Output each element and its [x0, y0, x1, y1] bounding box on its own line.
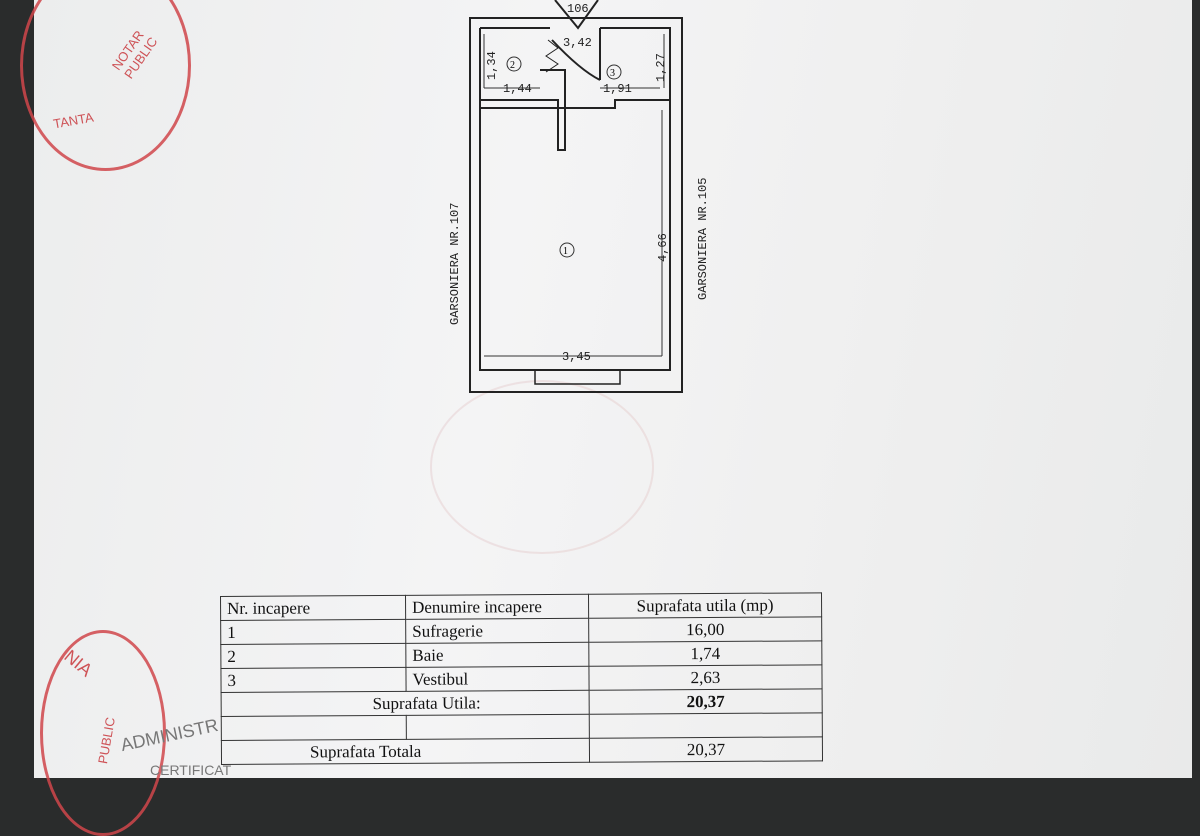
neighbor-label-right: GARSONIERA NR.105: [696, 178, 710, 300]
cert-stamp: CERTIFICAT: [150, 762, 232, 778]
cell-area: 1,74: [588, 640, 822, 667]
dim-1-91: 1,91: [603, 82, 632, 96]
utila-value: 20,37: [589, 688, 823, 715]
room-area-table: Nr. incapere Denumire incapere Suprafata…: [220, 592, 823, 765]
cell-nr: 3: [220, 667, 407, 693]
totala-value: 20,37: [589, 736, 823, 763]
utila-label: Suprafata Utila:: [221, 690, 590, 717]
outer-wall: [469, 17, 683, 393]
empty-row: [221, 712, 823, 741]
header-denumire: Denumire incapere: [405, 594, 589, 620]
cell-area: 16,00: [588, 616, 822, 643]
cell-name: Baie: [405, 642, 589, 668]
cell-name: Vestibul: [405, 666, 590, 692]
empty-cell: [589, 712, 823, 739]
totala-label: Suprafata Totala: [221, 738, 590, 765]
empty-cell: [406, 714, 590, 740]
dim-3-45: 3,45: [562, 350, 591, 364]
dim-3-42: 3,42: [563, 36, 592, 50]
neighbor-label-left: GARSONIERA NR.107: [448, 203, 462, 325]
header-nr: Nr. incapere: [220, 595, 406, 621]
room-1-marker: 1: [563, 246, 568, 257]
room-3-marker: 3: [610, 68, 615, 79]
room-2-marker: 2: [510, 60, 515, 71]
cell-nr: 1: [220, 619, 406, 645]
dim-1-27: 1,27: [654, 53, 668, 82]
dim-4-66: 4,66: [656, 233, 670, 262]
document-page: [34, 0, 1192, 778]
utila-row: Suprafata Utila:20,37: [221, 688, 823, 717]
cell-name: Sufragerie: [405, 618, 589, 644]
cell-area: 2,63: [588, 664, 823, 691]
cell-nr: 2: [220, 643, 406, 669]
dim-1-34: 1,34: [485, 51, 499, 80]
neighbor-label-top: 106: [567, 2, 589, 16]
floor-plan: 106 3,42 1,44 1,91 3,45 1,34 1,27 4,66 G…: [448, 2, 710, 393]
faded-stamp: [430, 380, 654, 554]
table-header-row: Nr. incapere Denumire incapere Suprafata…: [220, 592, 822, 621]
empty-cell: [221, 715, 407, 741]
dim-1-44: 1,44: [503, 82, 532, 96]
header-suprafata: Suprafata utila (mp): [588, 592, 822, 619]
